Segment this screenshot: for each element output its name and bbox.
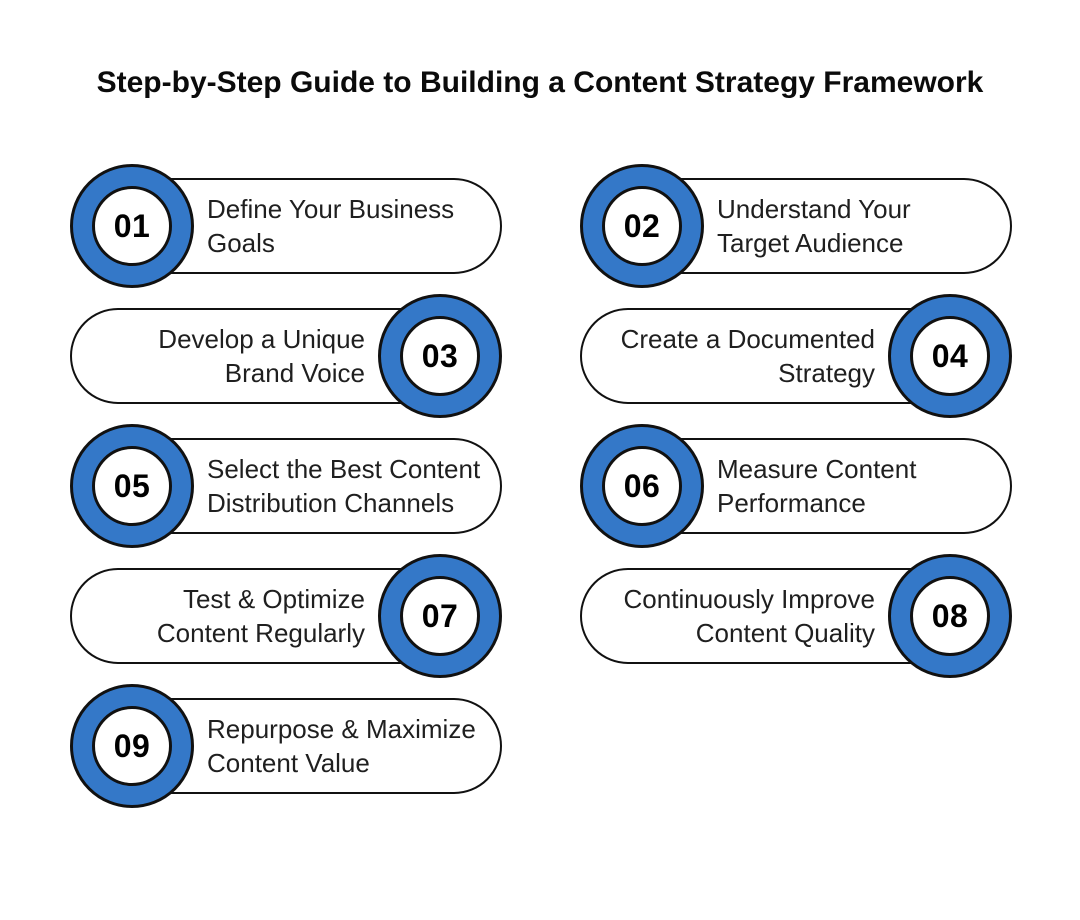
step-label: Define Your Business Goals (207, 193, 455, 258)
step-number-badge: 01 (70, 164, 194, 288)
step-number-badge: 03 (378, 294, 502, 418)
step-number-circle: 02 (602, 186, 682, 266)
step-number-circle: 04 (910, 316, 990, 396)
step-number: 06 (623, 467, 661, 504)
step-08: Continuously Improve Content Quality 08 (580, 554, 1012, 678)
step-number-circle: 09 (92, 706, 172, 786)
step-09: Repurpose & Maximize Content Value 09 (70, 684, 502, 808)
step-number-badge: 04 (888, 294, 1012, 418)
step-number: 05 (113, 467, 151, 504)
steps-column-left: Define Your Business Goals 01 Develop a … (70, 164, 502, 808)
step-label: Select the Best Content Distribution Cha… (207, 453, 481, 518)
step-label: Develop a Unique Brand Voice (158, 323, 365, 388)
step-02: Understand Your Target Audience 02 (580, 164, 1012, 288)
step-number: 09 (113, 727, 151, 764)
step-label: Understand Your Target Audience (717, 193, 911, 258)
step-label: Create a Documented Strategy (620, 323, 875, 388)
step-number: 07 (421, 597, 459, 634)
step-number-badge: 08 (888, 554, 1012, 678)
step-number-badge: 02 (580, 164, 704, 288)
step-number: 01 (113, 207, 151, 244)
step-label: Measure Content Performance (717, 453, 917, 518)
step-number: 08 (931, 597, 969, 634)
step-03: Develop a Unique Brand Voice 03 (70, 294, 502, 418)
step-number-circle: 03 (400, 316, 480, 396)
step-label: Continuously Improve Content Quality (623, 583, 875, 648)
step-label: Test & Optimize Content Regularly (156, 583, 365, 648)
step-number-circle: 01 (92, 186, 172, 266)
step-number: 04 (931, 337, 969, 374)
page-title: Step-by-Step Guide to Building a Content… (96, 66, 984, 99)
step-number-circle: 07 (400, 576, 480, 656)
step-07: Test & Optimize Content Regularly 07 (70, 554, 502, 678)
step-number-circle: 06 (602, 446, 682, 526)
step-number-badge: 06 (580, 424, 704, 548)
step-number-circle: 08 (910, 576, 990, 656)
step-number: 03 (421, 337, 459, 374)
steps-column-right: Understand Your Target Audience 02 Creat… (580, 164, 1012, 678)
step-label: Repurpose & Maximize Content Value (207, 713, 476, 778)
step-number-badge: 05 (70, 424, 194, 548)
step-01: Define Your Business Goals 01 (70, 164, 502, 288)
step-number-badge: 07 (378, 554, 502, 678)
step-number-circle: 05 (92, 446, 172, 526)
step-number-badge: 09 (70, 684, 194, 808)
step-04: Create a Documented Strategy 04 (580, 294, 1012, 418)
step-05: Select the Best Content Distribution Cha… (70, 424, 502, 548)
step-06: Measure Content Performance 06 (580, 424, 1012, 548)
step-number: 02 (623, 207, 661, 244)
